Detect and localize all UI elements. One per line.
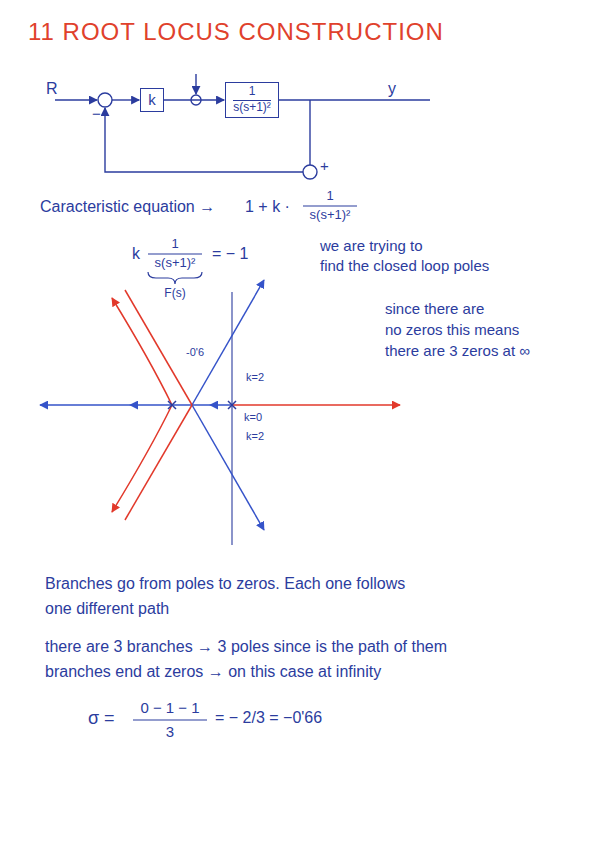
signal-wire	[279, 99, 430, 100]
block-box: 1s(s+1)²	[225, 82, 279, 118]
fraction-bar	[303, 205, 357, 206]
note-text: find the closed loop poles	[320, 257, 489, 274]
note-text: we are trying to	[320, 237, 423, 254]
equation-term: = − 2/3 = −0'66	[215, 709, 322, 727]
real-axis-branch	[40, 404, 130, 406]
point-label: -0'6	[186, 346, 204, 359]
equation-term: k	[132, 245, 140, 263]
fraction-numerator: 1	[233, 85, 271, 101]
feedback-junction	[303, 165, 317, 179]
note-text: since there are	[385, 300, 484, 317]
asymptote	[192, 405, 264, 530]
gain-label: k=0	[244, 411, 262, 424]
block-label: k	[148, 91, 156, 108]
real-axis-branch	[210, 404, 232, 406]
underbrace	[148, 272, 202, 284]
fraction-numerator: 1	[171, 237, 178, 252]
disturbance-arrow	[195, 74, 196, 94]
gain-label: k=2	[246, 430, 264, 443]
note-text: there are 3 branches → 3 poles since is …	[45, 638, 447, 656]
page-title: 11 ROOT LOCUS CONSTRUCTION	[28, 18, 444, 46]
locus-branch	[112, 298, 172, 405]
locus-branch	[112, 405, 172, 512]
fraction-numerator: 0 − 1 − 1	[140, 699, 199, 716]
imaginary-axis	[231, 292, 232, 545]
equation-term: σ =	[88, 708, 115, 729]
sign-mark: −	[92, 105, 101, 122]
fraction-bar	[133, 719, 207, 720]
fraction-denominator: 3	[166, 723, 174, 740]
root-locus-plot	[40, 280, 400, 545]
note-text: Caracteristic equation →	[40, 198, 215, 216]
signal-name: R	[46, 80, 58, 98]
block-diagram-wires	[98, 74, 317, 179]
signal-name: y	[388, 80, 396, 98]
real-axis-branch	[232, 404, 400, 406]
pole-marker	[168, 401, 176, 409]
equation-term: = − 1	[212, 245, 248, 263]
note-text: one different path	[45, 600, 169, 618]
pole-marker	[228, 401, 236, 409]
asymptote	[192, 280, 264, 405]
real-axis-branch	[130, 404, 172, 406]
fraction-denominator: s(s+1)²	[155, 256, 196, 271]
asymptote	[125, 290, 192, 405]
fraction-denominator: s(s+1)²	[233, 101, 271, 115]
equation-term: 1 + k ·	[245, 198, 290, 216]
signal-connector	[164, 99, 224, 100]
function-name: F(s)	[164, 287, 185, 301]
sign-mark: +	[320, 157, 329, 174]
note-text: there are 3 zeros at ∞	[385, 342, 530, 359]
fraction-bar	[148, 253, 202, 254]
signal-wire	[55, 99, 97, 100]
note-text: no zeros this means	[385, 321, 519, 338]
feedback-wire	[309, 100, 310, 165]
note-text: branches end at zeros → on this case at …	[45, 663, 381, 681]
block-box: k	[140, 88, 164, 111]
summing-junction	[98, 93, 112, 107]
gain-label: k=2	[246, 371, 264, 384]
asymptote	[125, 405, 192, 520]
fraction-numerator: 1	[326, 189, 333, 204]
note-text: Branches go from poles to zeros. Each on…	[45, 575, 405, 593]
signal-wire	[112, 99, 139, 100]
fraction-denominator: s(s+1)²	[310, 208, 351, 223]
